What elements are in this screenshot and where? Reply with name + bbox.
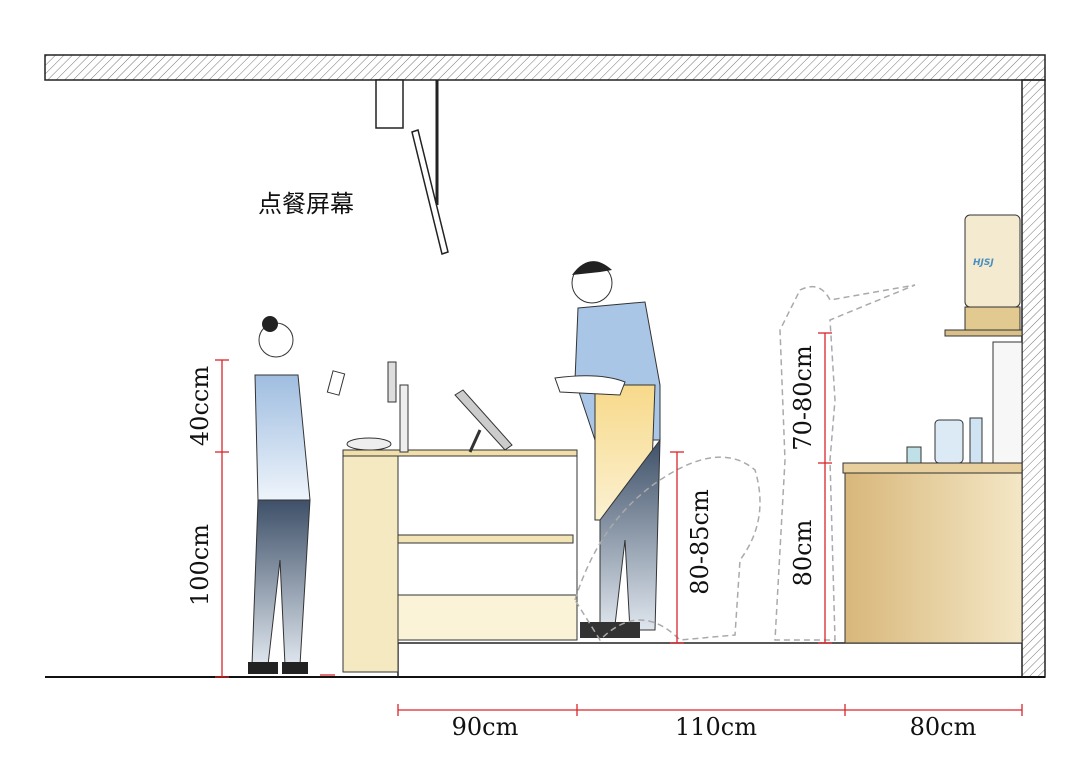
pos-tablet	[454, 389, 513, 451]
dim-back-upper: 70-80cm	[789, 345, 817, 451]
right-wall	[1021, 79, 1046, 678]
tablet-stand	[468, 429, 482, 453]
dim-front-counter-depth: 90cm	[452, 713, 519, 741]
ceiling-beam	[375, 79, 404, 129]
appliance	[992, 341, 1023, 464]
wall-shelf	[944, 329, 1023, 337]
staff-figure	[554, 261, 661, 638]
dim-customer-upper: 40ccm	[186, 366, 214, 446]
pos-pole	[399, 384, 409, 453]
dimension-lines	[215, 332, 1023, 716]
back-counter	[844, 462, 1023, 644]
counter-drawer	[397, 534, 574, 544]
dim-back-counter-depth: 80cm	[910, 713, 977, 741]
pos-stand	[387, 361, 397, 403]
crouching-ghost-figure	[574, 456, 761, 642]
raised-platform	[397, 642, 1022, 677]
kettle	[934, 419, 964, 464]
screen-label: 点餐屏幕	[258, 190, 354, 218]
counter-top	[342, 449, 578, 457]
customer-figure	[248, 316, 346, 674]
dim-back-counter: 80cm	[789, 519, 817, 586]
dim-customer-counter: 100cm	[186, 524, 214, 606]
counter-drawer-bottom	[397, 594, 578, 641]
dim-aisle-depth: 110cm	[675, 713, 757, 741]
bread-tray	[346, 437, 392, 451]
dispenser-base	[964, 306, 1021, 331]
bottle	[969, 417, 983, 464]
order-screen	[411, 129, 449, 255]
dim-staff-counter: 80-85cm	[686, 489, 714, 595]
reaching-ghost-figure	[774, 284, 916, 641]
ceiling	[44, 54, 1046, 81]
dispenser-logo: HJSJ	[973, 258, 994, 268]
cup	[906, 446, 922, 464]
back-counter-top	[842, 462, 1023, 474]
front-counter-pillar	[342, 451, 399, 673]
